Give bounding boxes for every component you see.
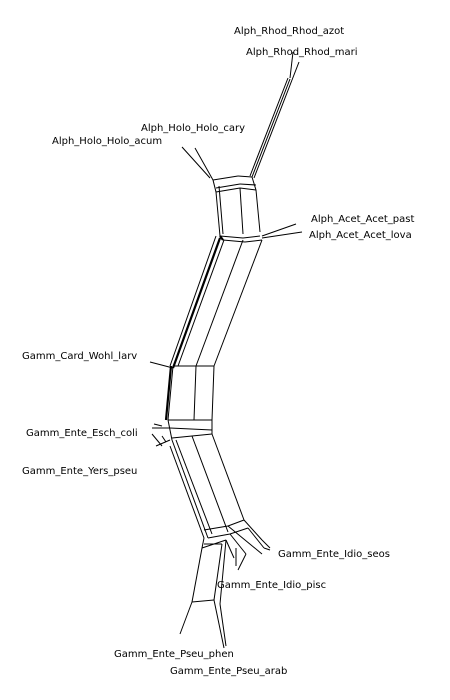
edge-acet-past: [261, 223, 297, 237]
edge-pseu-arab-a: [213, 599, 225, 649]
edge-lowjunc-mid: [169, 427, 213, 431]
edge-mid-right: [211, 365, 215, 421]
edge-lowbox-right-a: [243, 519, 263, 541]
edge-lowbox-left: [201, 537, 205, 549]
label-rhod-azot: Alph_Rhod_Rhod_azot: [234, 26, 344, 37]
edge-rhod-stem-c: [251, 78, 291, 178]
edge-mid-left: [167, 365, 174, 421]
label-acet-past: Alph_Acet_Acet_past: [311, 214, 414, 225]
edge-idio-seos-b: [263, 547, 271, 551]
edge-lowbox-right-d: [227, 525, 263, 555]
edge-upper-top-a: [212, 175, 239, 181]
taxon-labels: Alph_Rhod_Rhod_azot Alph_Rhod_Rhod_mari …: [22, 26, 414, 677]
edge-mid-inner: [193, 365, 197, 421]
label-acet-lova: Alph_Acet_Acet_lova: [309, 230, 412, 241]
edge-wohl-larv: [149, 361, 174, 369]
network-edges: [149, 51, 303, 649]
edge-upper-mid-b: [239, 187, 257, 191]
edge-lowbox-top-a: [203, 525, 229, 531]
edge-lowjunc-left: [167, 419, 173, 441]
edge-upper-left-c: [218, 185, 224, 235]
label-idio-seos: Gamm_Ente_Idio_seos: [278, 549, 390, 560]
edge-pseu-left: [191, 547, 203, 603]
edge-esch-coli-b: [153, 423, 163, 427]
edge-rhod-mari: [291, 61, 300, 81]
edge-upper-bottom-d: [244, 239, 263, 243]
edge-lowband-4: [211, 433, 245, 521]
label-rhod-mari: Alph_Rhod_Rhod_mari: [246, 47, 358, 58]
edge-lowband-2: [175, 439, 213, 535]
edge-pseu-phen: [179, 601, 193, 635]
edge-yers-pseu-a: [155, 439, 171, 447]
edge-pseu-inner: [219, 539, 227, 605]
label-esch-coli: Gamm_Ente_Esch_coli: [26, 428, 138, 439]
edge-yers-pseu-b: [151, 433, 163, 447]
edge-upper-top-b: [237, 175, 253, 178]
edge-lowband-3: [191, 435, 229, 533]
edge-lowbox-bot-b: [229, 527, 249, 535]
edge-holo-cary: [194, 147, 214, 181]
edge-upper-top-c: [215, 183, 241, 189]
edge-lowbox-bot-a: [207, 533, 231, 539]
edge-pseu-arab-b: [219, 603, 227, 647]
edge-lowbox-right-b: [247, 527, 265, 549]
edge-upper-right-top: [251, 176, 257, 191]
edge-upper-inner: [239, 187, 244, 235]
edge-idio-pisc-a: [237, 553, 247, 571]
edge-upper-bottom-c: [222, 239, 246, 243]
label-pseu-phen: Gamm_Ente_Pseu_phen: [114, 649, 234, 660]
edge-band-4: [213, 239, 263, 367]
label-wohl-larv: Gamm_Card_Wohl_larv: [22, 351, 137, 362]
edge-upper-bottom-bold: [219, 235, 224, 241]
label-idio-pisc: Gamm_Ente_Idio_pisc: [217, 580, 326, 591]
label-holo-acum: Alph_Holo_Holo_acum: [52, 136, 162, 147]
edge-upper-left-b: [215, 191, 221, 237]
edge-rhod-azot: [289, 51, 294, 79]
edge-band-3: [195, 239, 244, 367]
edge-band-2: [177, 239, 225, 367]
label-holo-cary: Alph_Holo_Holo_cary: [141, 123, 245, 134]
edge-band-1: [171, 237, 222, 369]
edge-rhod-stem-a: [249, 77, 289, 177]
edge-idio-seos-a: [261, 539, 271, 549]
edge-upper-left-a: [212, 179, 217, 193]
edge-lowbox-right-c: [229, 533, 247, 555]
edge-lowbox-top-b: [227, 519, 245, 527]
edge-idio-pisc-c: [225, 539, 235, 559]
edge-lowband-1: [171, 439, 209, 539]
edge-upper-right: [255, 189, 261, 233]
edge-upper-top-d: [239, 183, 257, 186]
edge-pseu-bot: [191, 599, 215, 603]
edge-lowband-5: [169, 445, 205, 539]
edge-rhod-stem-b: [253, 79, 293, 179]
edge-upper-bottom-b: [242, 235, 261, 239]
edge-acet-lova: [261, 231, 303, 239]
edge-pseu-right: [213, 543, 223, 601]
edge-upper-bottom-a: [219, 235, 244, 239]
edge-holo-acum: [181, 146, 211, 179]
edge-upper-mid-a: [215, 187, 241, 193]
edge-mid-left-bold: [164, 365, 173, 421]
label-yers-pseu: Gamm_Ente_Yers_pseu: [22, 466, 137, 477]
edge-band-5: [169, 235, 217, 367]
label-pseu-arab: Gamm_Ente_Pseu_arab: [170, 666, 287, 677]
edge-yers-pseu-c: [161, 435, 167, 443]
